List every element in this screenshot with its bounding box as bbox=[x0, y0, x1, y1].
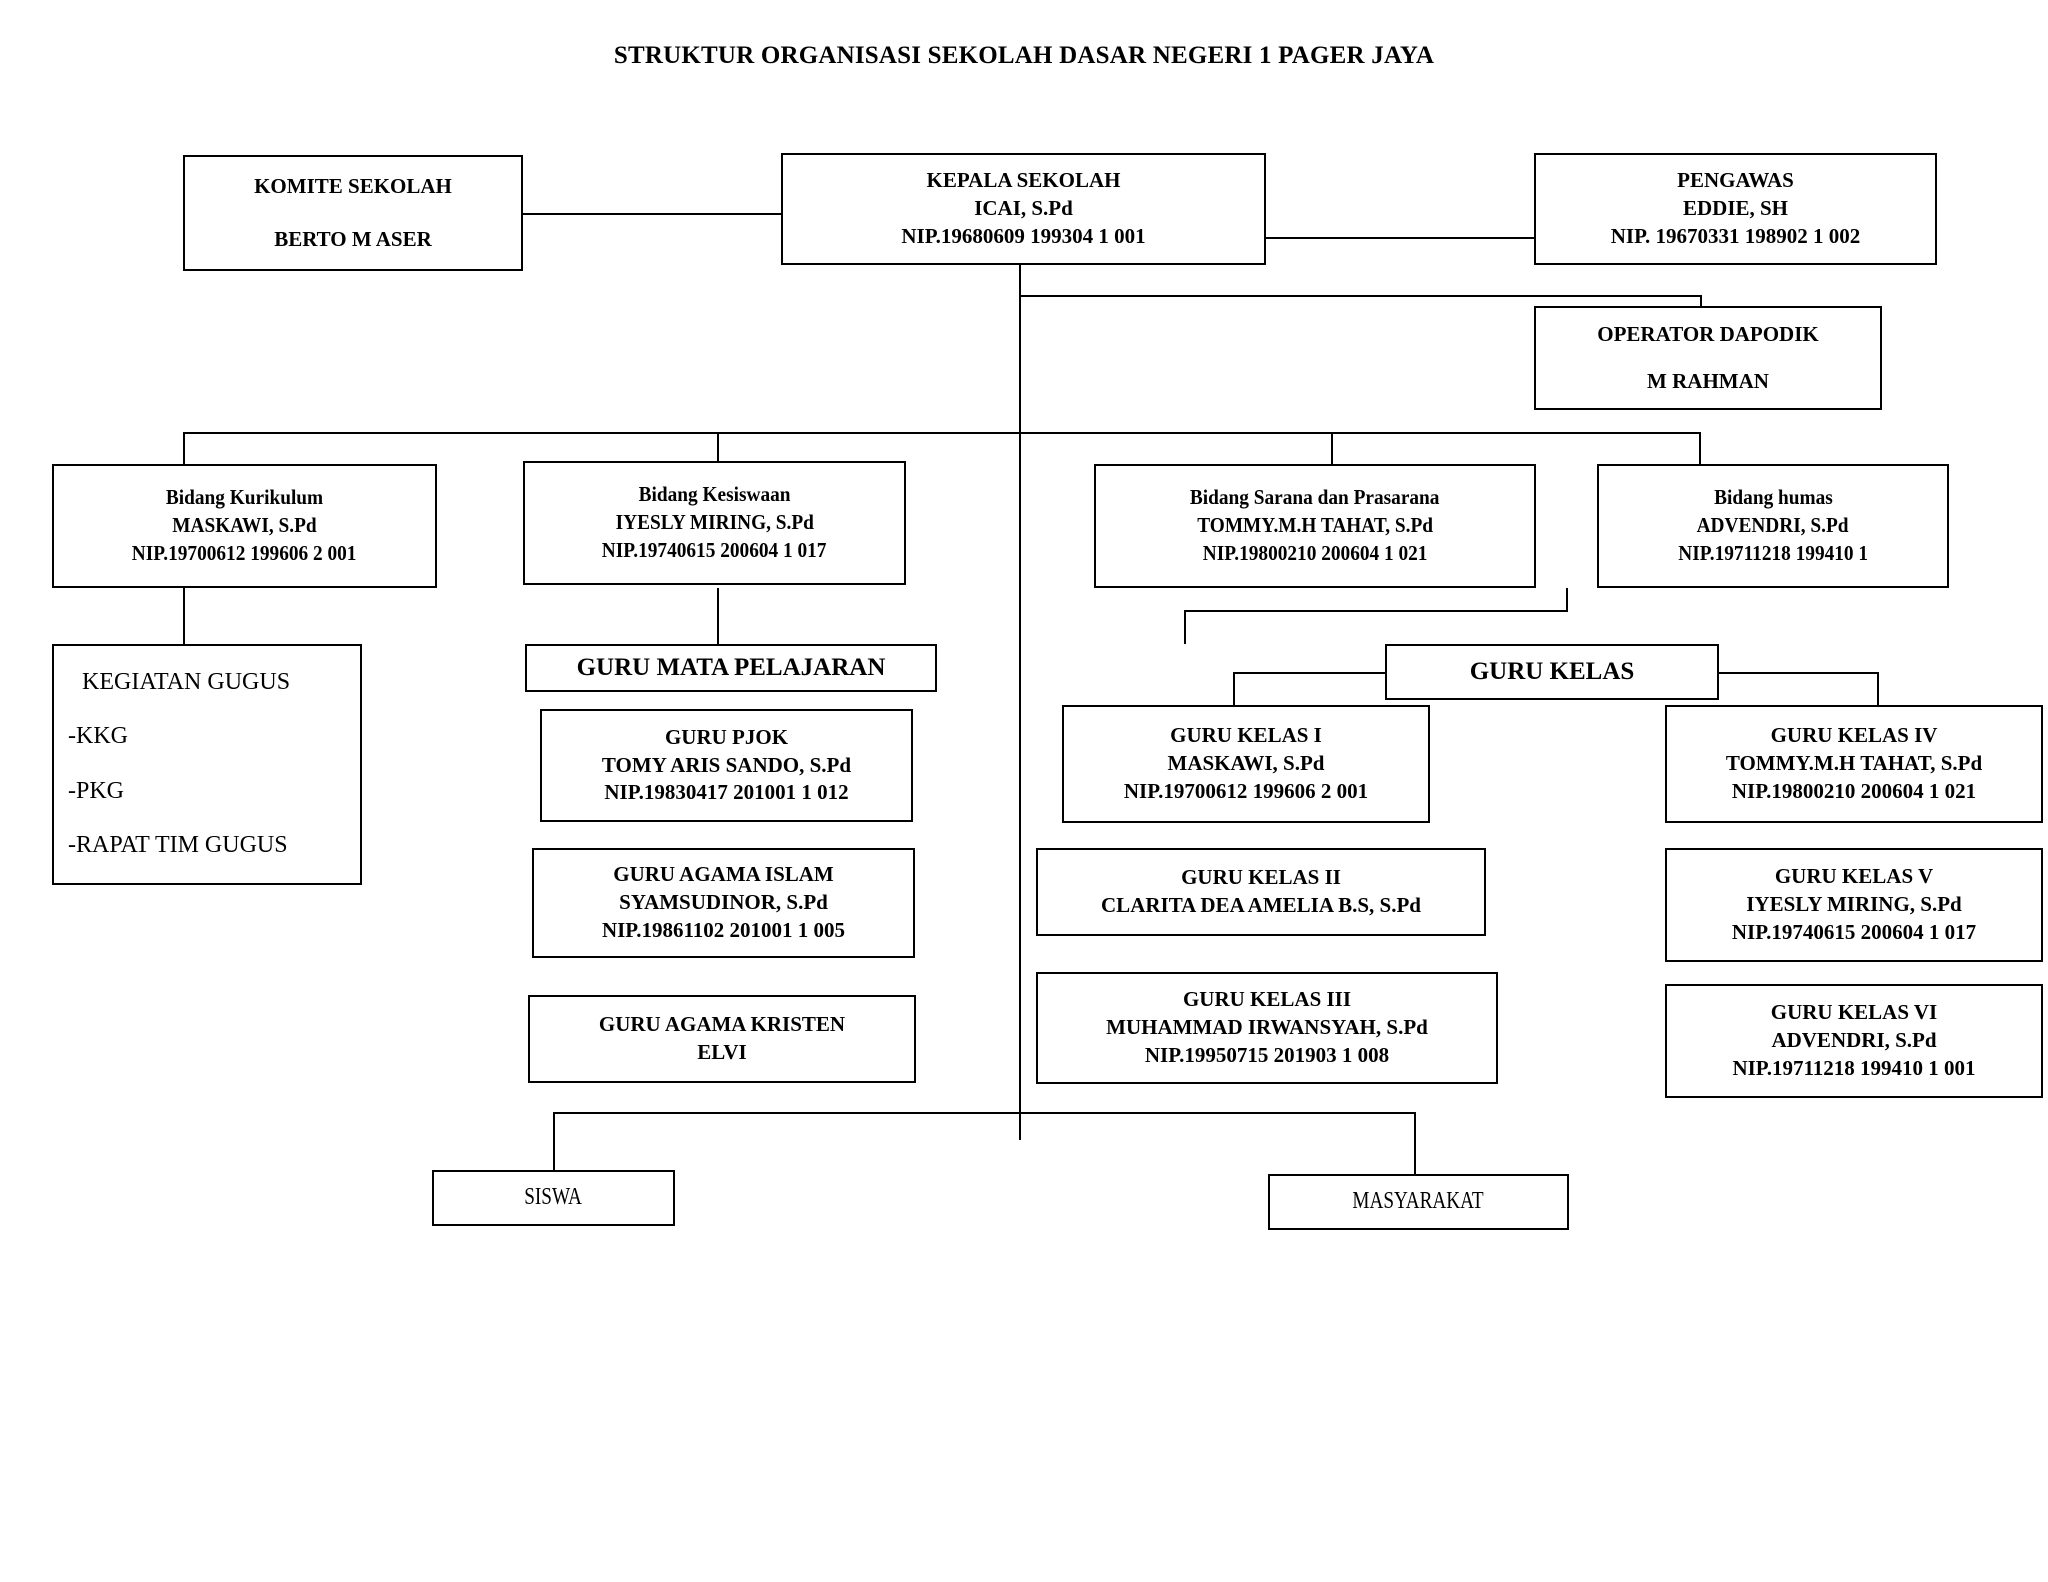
node-siswa[interactable]: SISWA bbox=[432, 1170, 675, 1226]
connector-komite-kepala bbox=[522, 213, 782, 215]
node-bidang-kurikulum[interactable]: Bidang Kurikulum MASKAWI, S.Pd NIP.19700… bbox=[52, 464, 437, 588]
guru-kelas-2-name: CLARITA DEA AMELIA B.S, S.Pd bbox=[1101, 893, 1421, 917]
kepala-sekolah-title: KEPALA SEKOLAH bbox=[926, 168, 1121, 193]
bidang-sarana-name: TOMMY.M.H TAHAT, S.Pd bbox=[1197, 513, 1433, 538]
guru-pjok-title: GURU PJOK bbox=[664, 724, 789, 749]
guru-pjok-name: TOMY ARIS SANDO, S.Pd bbox=[601, 752, 852, 777]
pengawas-title: PENGAWAS bbox=[1677, 168, 1794, 193]
guru-kelas-5-nip: NIP.19740615 200604 1 017 bbox=[1731, 919, 1977, 944]
masyarakat-label: MASYARAKAT bbox=[1352, 1188, 1485, 1215]
node-pengawas[interactable]: PENGAWAS EDDIE, SH NIP. 19670331 198902 … bbox=[1534, 153, 1937, 265]
node-guru-mata-pelajaran[interactable]: GURU MATA PELAJARAN bbox=[525, 644, 937, 692]
connector-masyarakat-drop bbox=[1414, 1112, 1416, 1174]
guru-kelas-6-nip: NIP.19711218 199410 1 001 bbox=[1732, 1055, 1976, 1080]
connector-gurukelas-left-h bbox=[1233, 672, 1385, 674]
kegiatan-gugus-item-kkg: -KKG bbox=[68, 723, 128, 750]
node-guru-kelas-2[interactable]: GURU KELAS II CLARITA DEA AMELIA B.S, S.… bbox=[1036, 848, 1486, 936]
guru-kelas-6-name: ADVENDRI, S.Pd bbox=[1771, 1028, 1937, 1053]
guru-kelas-1-title: GURU KELAS I bbox=[1170, 723, 1322, 748]
connector-bottom-bus bbox=[553, 1112, 1415, 1114]
node-bidang-humas[interactable]: Bidang humas ADVENDRI, S.Pd NIP.19711218… bbox=[1597, 464, 1949, 588]
bidang-kurikulum-nip: NIP.19700612 199606 2 001 bbox=[132, 540, 357, 565]
pengawas-name: EDDIE, SH bbox=[1682, 196, 1789, 221]
connector-bidang-kurikulum-drop bbox=[183, 432, 185, 464]
node-bidang-sarana-prasarana[interactable]: Bidang Sarana dan Prasarana TOMMY.M.H TA… bbox=[1094, 464, 1536, 588]
connector-siswa-drop bbox=[553, 1112, 555, 1170]
connector-gurukelas-right-h bbox=[1719, 672, 1878, 674]
page-title: STRUKTUR ORGANISASI SEKOLAH DASAR NEGERI… bbox=[613, 42, 1435, 69]
guru-mata-pelajaran-title: GURU MATA PELAJARAN bbox=[576, 654, 886, 682]
guru-kelas-1-name: MASKAWI, S.Pd bbox=[1167, 751, 1325, 776]
kegiatan-gugus-item-pkg: -PKG bbox=[68, 777, 125, 804]
guru-kelas-3-name: MUHAMMAD IRWANSYAH, S.Pd bbox=[1106, 1015, 1428, 1040]
bidang-humas-name: ADVENDRI, S.Pd bbox=[1697, 513, 1849, 538]
guru-pjok-nip: NIP.19830417 201001 1 012 bbox=[604, 780, 849, 805]
connector-spine-operator-h bbox=[1019, 295, 1702, 297]
guru-kelas-4-name: TOMMY.M.H TAHAT, S.Pd bbox=[1725, 751, 1983, 776]
node-guru-kelas-3[interactable]: GURU KELAS III MUHAMMAD IRWANSYAH, S.Pd … bbox=[1036, 972, 1498, 1084]
node-bidang-kesiswaan[interactable]: Bidang Kesiswaan IYESLY MIRING, S.Pd NIP… bbox=[523, 461, 906, 585]
node-komite-sekolah[interactable]: KOMITE SEKOLAH BERTO M ASER bbox=[183, 155, 523, 271]
operator-dapodik-name: M RAHMAN bbox=[1647, 368, 1769, 393]
node-guru-agama-kristen[interactable]: GURU AGAMA KRISTEN ELVI bbox=[528, 995, 916, 1083]
bidang-kurikulum-title: Bidang Kurikulum bbox=[165, 485, 324, 510]
bidang-sarana-title: Bidang Sarana dan Prasarana bbox=[1190, 485, 1440, 510]
node-guru-kelas-5[interactable]: GURU KELAS V IYESLY MIRING, S.Pd NIP.197… bbox=[1665, 848, 2043, 962]
node-guru-pjok[interactable]: GURU PJOK TOMY ARIS SANDO, S.Pd NIP.1983… bbox=[540, 709, 913, 822]
komite-title: KOMITE SEKOLAH bbox=[254, 173, 452, 198]
bidang-humas-nip: NIP.19711218 199410 1 bbox=[1678, 540, 1868, 565]
connector-gurukelas-right-v bbox=[1877, 672, 1879, 705]
bidang-kurikulum-name: MASKAWI, S.Pd bbox=[172, 513, 317, 538]
connector-bidang-sarana-drop bbox=[1331, 432, 1333, 464]
kegiatan-gugus-item-rapat: -RAPAT TIM GUGUS bbox=[68, 831, 288, 858]
bidang-sarana-nip: NIP.19800210 200604 1 021 bbox=[1202, 540, 1428, 565]
connector-main-spine bbox=[1019, 260, 1021, 1140]
guru-kelas-2-title: GURU KELAS II bbox=[1181, 865, 1341, 890]
node-guru-kelas-6[interactable]: GURU KELAS VI ADVENDRI, S.Pd NIP.1971121… bbox=[1665, 984, 2043, 1098]
pengawas-nip: NIP. 19670331 198902 1 002 bbox=[1610, 223, 1861, 248]
guru-kelas-5-name: IYESLY MIRING, S.Pd bbox=[1746, 892, 1962, 917]
connector-gurukelas-left-v bbox=[1233, 672, 1235, 705]
guru-kelas-5-title: GURU KELAS V bbox=[1774, 864, 1934, 889]
node-masyarakat[interactable]: MASYARAKAT bbox=[1268, 1174, 1569, 1230]
connector-kurikulum-gugus bbox=[183, 588, 185, 644]
connector-humas-gurukelas-h bbox=[1184, 610, 1568, 612]
connector-kesiswaan-gmp bbox=[717, 588, 719, 644]
guru-agama-islam-name: SYAMSUDINOR, S.Pd bbox=[619, 890, 828, 915]
node-kegiatan-gugus[interactable]: KEGIATAN GUGUS -KKG -PKG -RAPAT TIM GUGU… bbox=[52, 644, 362, 885]
node-kepala-sekolah[interactable]: KEPALA SEKOLAH ICAI, S.Pd NIP.19680609 1… bbox=[781, 153, 1266, 265]
kepala-sekolah-name: ICAI, S.Pd bbox=[974, 196, 1073, 221]
guru-agama-islam-nip: NIP.19861102 201001 1 005 bbox=[601, 917, 846, 942]
node-guru-kelas-4[interactable]: GURU KELAS IV TOMMY.M.H TAHAT, S.Pd NIP.… bbox=[1665, 705, 2043, 823]
bidang-humas-title: Bidang humas bbox=[1713, 485, 1833, 510]
connector-kepala-pengawas bbox=[1265, 237, 1535, 239]
guru-kelas-title: GURU KELAS bbox=[1469, 658, 1635, 686]
connector-gurukelas-drop bbox=[1184, 610, 1186, 644]
siswa-label: SISWA bbox=[524, 1184, 583, 1211]
node-guru-kelas-1[interactable]: GURU KELAS I MASKAWI, S.Pd NIP.19700612 … bbox=[1062, 705, 1430, 823]
connector-bidang-bus bbox=[183, 432, 1699, 434]
guru-kelas-1-nip: NIP.19700612 199606 2 001 bbox=[1123, 778, 1369, 803]
komite-name: BERTO M ASER bbox=[274, 226, 432, 251]
guru-agama-kristen-title: GURU AGAMA KRISTEN bbox=[598, 1012, 846, 1037]
guru-kelas-3-nip: NIP.19950715 201903 1 008 bbox=[1144, 1042, 1390, 1067]
kepala-sekolah-nip: NIP.19680609 199304 1 001 bbox=[901, 223, 1146, 248]
node-guru-agama-islam[interactable]: GURU AGAMA ISLAM SYAMSUDINOR, S.Pd NIP.1… bbox=[532, 848, 915, 958]
guru-kelas-4-nip: NIP.19800210 200604 1 021 bbox=[1731, 778, 1977, 803]
connector-bidang-kesiswaan-drop bbox=[717, 432, 719, 464]
bidang-kesiswaan-nip: NIP.19740615 200604 1 017 bbox=[602, 537, 827, 562]
operator-dapodik-title: OPERATOR DAPODIK bbox=[1597, 321, 1819, 346]
node-guru-kelas-header[interactable]: GURU KELAS bbox=[1385, 644, 1719, 700]
connector-humas-down bbox=[1566, 588, 1568, 612]
guru-kelas-4-title: GURU KELAS IV bbox=[1770, 723, 1938, 748]
kegiatan-gugus-title: KEGIATAN GUGUS bbox=[82, 669, 291, 696]
connector-bidang-humas-drop bbox=[1699, 432, 1701, 464]
guru-agama-islam-title: GURU AGAMA ISLAM bbox=[613, 862, 834, 887]
bidang-kesiswaan-title: Bidang Kesiswaan bbox=[638, 482, 791, 507]
guru-agama-kristen-name: ELVI bbox=[697, 1040, 747, 1064]
node-operator-dapodik[interactable]: OPERATOR DAPODIK M RAHMAN bbox=[1534, 306, 1882, 410]
guru-kelas-6-title: GURU KELAS VI bbox=[1770, 1000, 1938, 1025]
bidang-kesiswaan-name: IYESLY MIRING, S.Pd bbox=[615, 510, 814, 535]
guru-kelas-3-title: GURU KELAS III bbox=[1182, 987, 1352, 1012]
